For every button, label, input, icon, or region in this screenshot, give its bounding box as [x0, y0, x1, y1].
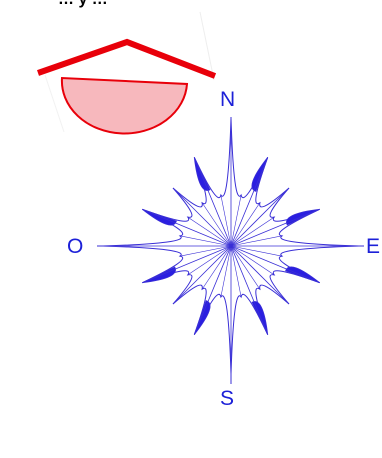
- compass-rose: [97, 117, 364, 384]
- shade-dome: [62, 78, 187, 133]
- west-label: O: [67, 236, 83, 257]
- shade-roof: [38, 42, 215, 76]
- north-label: N: [220, 89, 235, 110]
- east-label: E: [366, 236, 380, 257]
- sun-shade: [38, 42, 215, 133]
- south-label: S: [220, 388, 234, 409]
- top-text-fragment: … y …: [58, 0, 108, 9]
